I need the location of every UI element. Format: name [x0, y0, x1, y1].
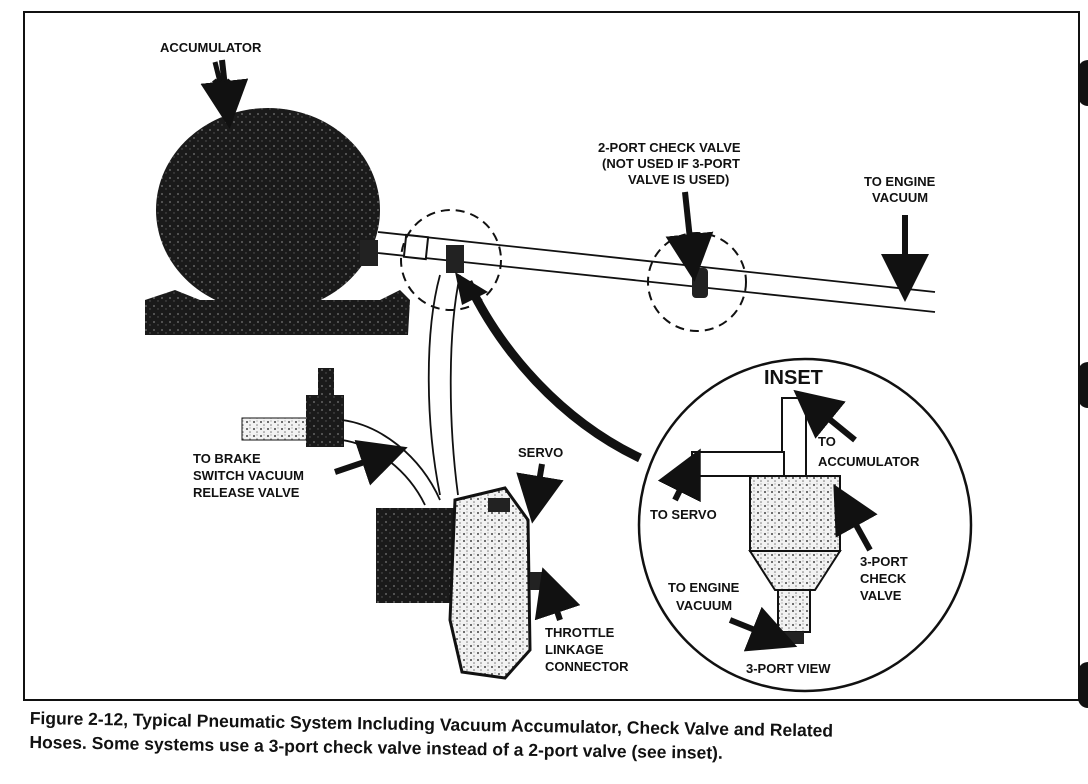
engine-vacuum-label-line1: TO ENGINE — [864, 174, 936, 189]
tee-highlight-circle — [400, 209, 502, 311]
check-valve-label-line2: (NOT USED IF 3-PORT — [602, 156, 740, 171]
check-valve-pointer — [665, 191, 714, 282]
inset-callout-arrow — [463, 280, 642, 463]
inset-engine-pointer — [728, 606, 798, 652]
accumulator-pointer — [200, 59, 249, 129]
check-valve-label-line1: 2-PORT CHECK VALVE — [598, 140, 741, 155]
throttle-label-line1: THROTTLE — [545, 625, 615, 640]
inset-view-label: 3-PORT VIEW — [746, 661, 831, 676]
brake-label-line3: RELEASE VALVE — [193, 485, 300, 500]
throttle-label-line3: CONNECTOR — [545, 659, 629, 674]
throttle-label-line2: LINKAGE — [545, 642, 604, 657]
binding-mark — [1078, 60, 1088, 106]
figure-frame — [23, 11, 1080, 701]
inset-accumulator-label-line2: ACCUMULATOR — [818, 454, 920, 469]
inset-accumulator-label-line1: TO — [818, 434, 836, 449]
binding-mark — [1078, 362, 1088, 408]
inset-title: INSET — [764, 367, 823, 389]
engine-vacuum-label-line2: VACUUM — [872, 190, 928, 205]
servo-hose — [427, 274, 461, 496]
throttle-pointer — [534, 567, 581, 621]
servo-label: SERVO — [518, 445, 563, 460]
inset-valve-label-line2: CHECK — [860, 571, 907, 586]
inset-valve-pointer — [833, 484, 878, 552]
brake-release-valve — [241, 368, 441, 506]
two-port-check-valve — [692, 268, 708, 298]
inset-callout-arrowhead — [455, 272, 488, 305]
servo — [376, 486, 546, 680]
tee-fitting — [402, 233, 464, 273]
brake-label-line2: SWITCH VACUUM — [193, 468, 304, 483]
inset-servo-pointer — [657, 448, 701, 503]
servo-pointer — [516, 463, 564, 524]
check-valve-label-line3: VALVE IS USED) — [628, 172, 729, 187]
three-port-check-valve — [691, 397, 842, 644]
inset-valve-label-line1: 3-PORT — [860, 554, 908, 569]
main-vacuum-hose — [377, 231, 936, 313]
accumulator-label: ACCUMULATOR — [160, 40, 262, 55]
binding-mark — [1078, 662, 1088, 708]
inset-engine-label-line1: TO ENGINE — [668, 580, 740, 595]
inset-engine-label-line2: VACUUM — [676, 598, 732, 613]
inset-servo-label: TO SERVO — [650, 507, 717, 522]
inset-valve-label-line3: VALVE — [860, 588, 902, 603]
inset-accumulator-pointer — [793, 389, 857, 443]
brake-pointer — [334, 440, 408, 486]
brake-label-line1: TO BRAKE — [193, 451, 261, 466]
accumulator — [145, 108, 410, 335]
